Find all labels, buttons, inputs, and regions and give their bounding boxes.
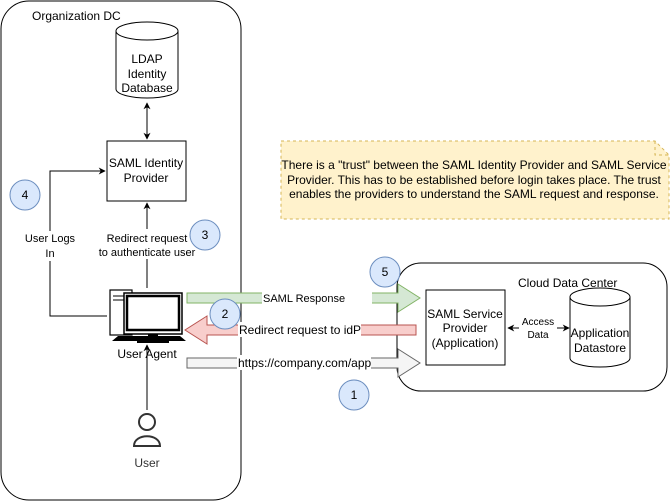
svg-text:LDAP: LDAP xyxy=(131,52,162,66)
cloud-dc-label: Cloud Data Center xyxy=(518,276,617,290)
ldap-label-line1: LDAP xyxy=(131,52,162,66)
step-2-number: 2 xyxy=(222,307,229,321)
saml-sp-box xyxy=(425,289,506,366)
app-request-label: https://company.com/app xyxy=(238,356,372,370)
svg-text:Database: Database xyxy=(121,81,173,95)
access-data-label-line1: Access xyxy=(522,317,554,328)
user-agent-computer-icon xyxy=(109,289,186,343)
datastore-label-line1: Application xyxy=(571,326,630,340)
org-dc-label: Organization DC xyxy=(32,9,121,23)
step-4-number: 4 xyxy=(22,188,29,202)
application-datastore-icon xyxy=(569,287,631,368)
access-data-label-line2: Data xyxy=(527,330,549,341)
user-logs-in-label-line1: User Logs xyxy=(25,233,76,245)
user-label: User xyxy=(134,456,159,470)
saml-sp-label-line3: (Application) xyxy=(432,336,499,350)
user-logs-in-label-line2: In xyxy=(45,248,54,260)
saml-sp-label-line2: Provider xyxy=(443,321,488,335)
redirect-authenticate-label-line2: to authenticate user xyxy=(99,247,196,259)
step-badge-4: 4 xyxy=(9,179,41,211)
saml-idp-label-line1: SAML Identity xyxy=(109,156,183,170)
step-1-number: 1 xyxy=(351,388,358,402)
ldap-label-line3: Database xyxy=(121,81,173,95)
step-badge-1: 1 xyxy=(338,379,370,411)
ldap-database-icon xyxy=(115,21,179,99)
step-5-number: 5 xyxy=(382,265,389,279)
trust-note xyxy=(280,140,670,220)
step-3-number: 3 xyxy=(202,228,209,242)
saml-idp-box xyxy=(106,140,187,202)
trust-note-line2: Provider. This has to be established bef… xyxy=(287,173,661,187)
redirect-authenticate-label-line1: Redirect request xyxy=(107,233,188,245)
step-badge-3: 3 xyxy=(189,219,221,251)
step-badge-5: 5 xyxy=(369,256,401,288)
saml-sp-label-line1: SAML Service xyxy=(427,307,503,321)
svg-text:Identity: Identity xyxy=(128,67,167,81)
trust-note-line3: enables the providers to understand the … xyxy=(289,187,659,201)
user-person-icon xyxy=(132,413,162,447)
trust-note-line1: There is a "trust" between the SAML Iden… xyxy=(281,158,666,172)
redirect-idp-label: Redirect request to idP xyxy=(239,323,361,337)
saml-idp-label-line2: Provider xyxy=(124,171,169,185)
ldap-label-line2: Identity xyxy=(128,67,167,81)
datastore-label-line2: Datastore xyxy=(574,341,626,355)
saml-response-label: SAML Response xyxy=(263,293,345,305)
step-badge-2: 2 xyxy=(209,298,241,330)
